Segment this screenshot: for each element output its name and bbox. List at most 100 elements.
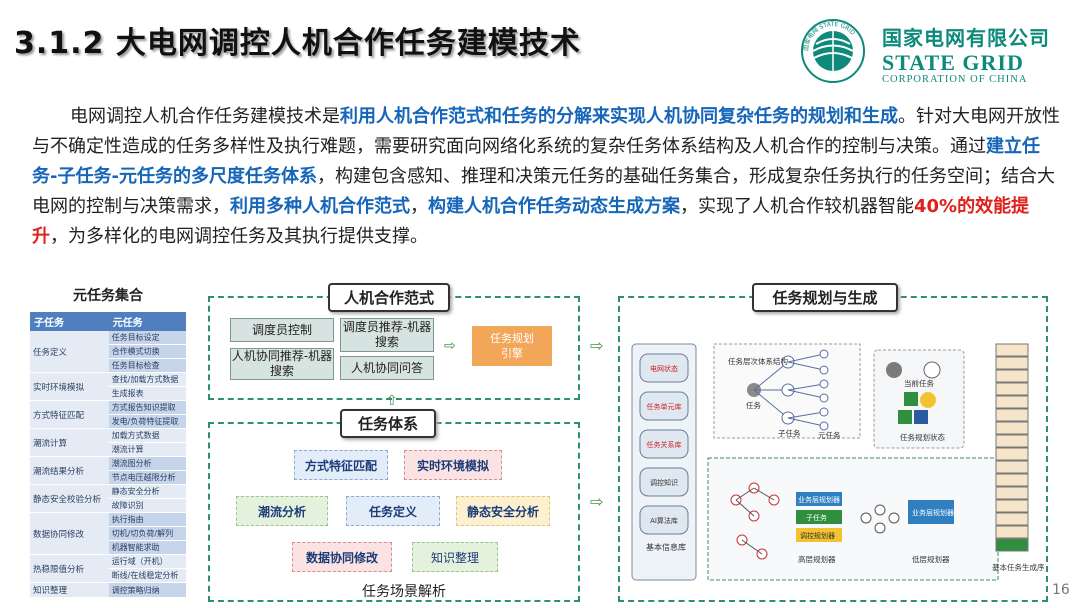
subtask-cell: 潮流计算 [30, 428, 109, 457]
table-row: 潮流计算 [30, 442, 186, 457]
globe-logo-icon: 国家电网 STATE GRID [801, 19, 865, 83]
table-row: 知识整理调控策略归纳 [30, 582, 186, 598]
sequence-cell [995, 473, 1029, 487]
meta-task-cell: 方式报告知识提取 [108, 400, 186, 415]
meta-table-title: 元任务集合 [73, 288, 143, 304]
svg-text:低层规划器: 低层规划器 [912, 554, 950, 564]
table-row: 机器智能求助 [30, 540, 186, 555]
subtask-cell: 实时环境模拟 [30, 372, 109, 401]
table-row: 数据协同修改执行指由 [30, 512, 186, 555]
logo-sub-text: CORPORATION OF CHINA [882, 74, 1028, 85]
right-arrow-icon: ⇨ [590, 492, 604, 511]
meta-task-cell: 查找/加载方式数据 [108, 372, 186, 387]
database-cylinder-icon: 任务关系库 [639, 429, 689, 459]
meta-task-cell: 运行域（开机） [108, 554, 186, 569]
table-row: 静态安全校验分析静态安全分析 [30, 484, 186, 513]
planning-engine-box: 任务规划引擎 [472, 326, 552, 366]
intro-paragraph: 电网调控人机合作任务建模技术是利用人机合作范式和任务的分解来实现人机协同复杂任务… [32, 106, 1060, 247]
svg-text:元任务: 元任务 [818, 430, 841, 440]
table-row: 节点电压越限分析 [30, 470, 186, 485]
meta-task-cell: 断线/在线稳定分析 [108, 568, 186, 583]
highlight-text: 建立任务-子任务-元任务的多尺度任务体系 [32, 136, 1040, 187]
company-logo: 国家电网 STATE GRID 国家电网有限公司 STATE GRID CORP… [800, 16, 1070, 88]
logo-cn-text: 国家电网有限公司 [882, 26, 1050, 50]
sequence-cell [995, 382, 1029, 396]
table-row: 潮流计算加载方式数据 [30, 428, 186, 457]
hmc-box: 调度员推荐-机器搜索 [340, 318, 434, 352]
task-item: 潮流分析 [236, 496, 328, 526]
hmc-box: 人机协同推荐-机器搜索 [230, 348, 334, 380]
meta-task-cell: 执行指由 [108, 512, 186, 527]
meta-task-cell: 故障识别 [108, 498, 186, 513]
sequence-cell [995, 486, 1029, 500]
sequence-cell [995, 538, 1029, 552]
subtask-cell: 数据协同修改 [30, 512, 109, 555]
table-row: 实时环境模拟查找/加载方式数据 [30, 372, 186, 401]
svg-text:基本任务生成序列: 基本任务生成序列 [992, 562, 1044, 572]
svg-text:业务层规划器: 业务层规划器 [912, 508, 954, 517]
subtask-cell: 知识整理 [30, 582, 109, 598]
subtask-cell: 静态安全校验分析 [30, 484, 109, 513]
meta-task-cell: 机器智能求助 [108, 540, 186, 555]
meta-task-cell: 生成报表 [108, 386, 186, 401]
table-header: 子任务 [30, 312, 109, 331]
sequence-cell [995, 408, 1029, 422]
up-arrow-icon: ⇧ [386, 393, 398, 409]
table-row: 断线/在线稳定分析 [30, 568, 186, 583]
table-header: 元任务 [108, 312, 186, 331]
hmc-box: 人机协同问答 [340, 356, 434, 380]
highlight-text: 构建人机合作任务动态生成方案 [428, 196, 680, 217]
sequence-cell [995, 499, 1029, 513]
table-row: 热稳限值分析运行域（开机） [30, 554, 186, 583]
meta-task-cell: 发电/负荷特征提取 [108, 414, 186, 429]
subtask-cell: 任务定义 [30, 331, 109, 373]
svg-text:任务: 任务 [746, 400, 761, 410]
highlight-text: 利用多种人机合作范式 [230, 196, 410, 217]
meta-task-cell: 调控策略归纳 [108, 582, 186, 598]
sequence-cell [995, 395, 1029, 409]
svg-text:基本信息库: 基本信息库 [646, 542, 686, 552]
efficiency-highlight: 40%的效能提升 [32, 196, 1030, 247]
hmc-box: 调度员控制 [230, 318, 334, 342]
sequence-cell [995, 356, 1029, 370]
table-row: 切机/切负荷/解列 [30, 526, 186, 541]
sequence-cell [995, 460, 1029, 474]
sequence-cell [995, 512, 1029, 526]
svg-text:子任务: 子任务 [778, 428, 801, 438]
meta-task-cell: 切机/切负荷/解列 [108, 526, 186, 541]
database-cylinder-icon: AI算法库 [639, 505, 689, 535]
sequence-cell [995, 369, 1029, 383]
table-row: 潮流结果分析潮流图分析 [30, 456, 186, 485]
meta-task-table: 元任务集合 子任务 元任务 任务定义任务目标设定合作模式切换任务目标检查实时环境… [30, 285, 186, 598]
svg-text:当前任务: 当前任务 [904, 378, 934, 388]
database-cylinder-icon: 调控知识 [639, 467, 689, 497]
sequence-cell [995, 525, 1029, 539]
sequence-cell [995, 421, 1029, 435]
task-item: 任务定义 [346, 496, 440, 526]
task-item: 静态安全分析 [456, 496, 550, 526]
planning-label: 任务规划与生成 [752, 283, 898, 312]
logo-en-text: STATE GRID [882, 50, 1024, 75]
svg-text:任务关系库: 任务关系库 [647, 440, 682, 449]
table-row: 故障识别 [30, 498, 186, 513]
right-arrow-icon: ⇨ [444, 338, 456, 354]
table-row: 生成报表 [30, 386, 186, 401]
svg-text:子任务: 子任务 [806, 513, 827, 522]
meta-task-cell: 节点电压越限分析 [108, 470, 186, 485]
hmc-paradigm-label: 人机合作范式 [328, 283, 450, 312]
task-item: 方式特征匹配 [294, 450, 388, 480]
svg-text:调控知识: 调控知识 [650, 478, 678, 487]
svg-text:任务单元库: 任务单元库 [647, 402, 682, 411]
task-system-label: 任务体系 [340, 409, 436, 438]
database-cylinder-icon: 任务单元库 [639, 391, 689, 421]
page-number: 16 [1052, 582, 1070, 598]
subtask-cell: 热稳限值分析 [30, 554, 109, 583]
svg-text:调控规划器: 调控规划器 [800, 531, 835, 540]
task-item: 实时环境模拟 [404, 450, 502, 480]
scene-analysis-caption: 任务场景解析 [362, 584, 446, 600]
svg-text:任务层次体系结构: 任务层次体系结构 [728, 356, 788, 366]
meta-task-cell: 任务目标检查 [108, 358, 186, 373]
table-row: 方式特征匹配方式报告知识提取 [30, 400, 186, 429]
highlight-text: 利用人机合作范式和任务的分解来实现人机协同复杂任务的规划和生成 [340, 106, 898, 127]
subtask-cell: 潮流结果分析 [30, 456, 109, 485]
